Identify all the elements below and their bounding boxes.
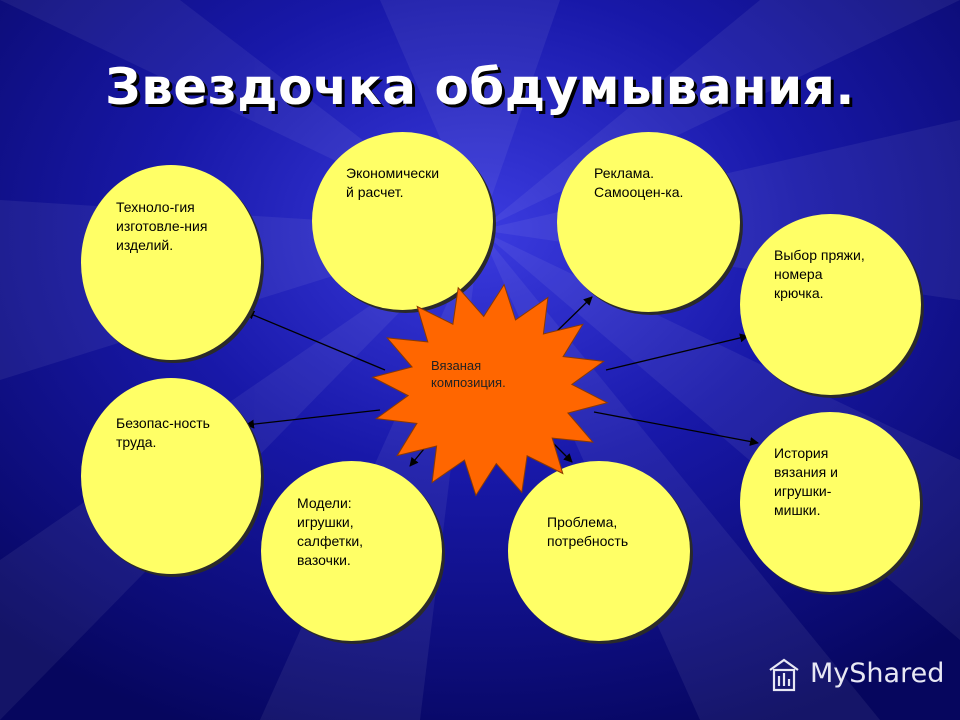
- myshared-logo-icon: [769, 658, 799, 692]
- slide-title: Звездочка обдумывания.: [105, 58, 855, 116]
- center-label: Вязаная композиция.: [431, 358, 506, 390]
- node-advertising-label: Реклама. Самооцен-ка.: [594, 165, 684, 200]
- node-safety-label: Безопас-ность труда.: [116, 415, 210, 450]
- watermark-text: MyShared: [810, 658, 945, 689]
- node-yarn: [740, 214, 921, 395]
- node-technology: [81, 165, 261, 360]
- node-economic: [312, 132, 493, 310]
- node-history-label: История вязания и игрушки- мишки.: [774, 445, 838, 518]
- arrow-to-advertising: [551, 296, 593, 337]
- node-yarn-label: Выбор пряжи, номера крючка.: [774, 247, 865, 301]
- node-economic-label: Экономически й расчет.: [346, 165, 440, 200]
- arrow-to-history: [593, 411, 759, 446]
- node-problem: [508, 461, 690, 641]
- node-models: [261, 461, 442, 641]
- node-safety: [81, 378, 261, 574]
- arrow-to-safety: [245, 409, 381, 429]
- node-problem-label: Проблема, потребность: [547, 514, 629, 549]
- arrow-to-technology: [245, 310, 386, 371]
- node-history: [740, 412, 920, 592]
- node-technology-label: Техноло-гия изготовле-ния изделий.: [116, 199, 208, 253]
- node-models-label: Модели: игрушки, салфетки, вазочки.: [297, 495, 364, 568]
- node-advertising: [557, 132, 740, 312]
- arrow-to-yarn: [605, 333, 749, 371]
